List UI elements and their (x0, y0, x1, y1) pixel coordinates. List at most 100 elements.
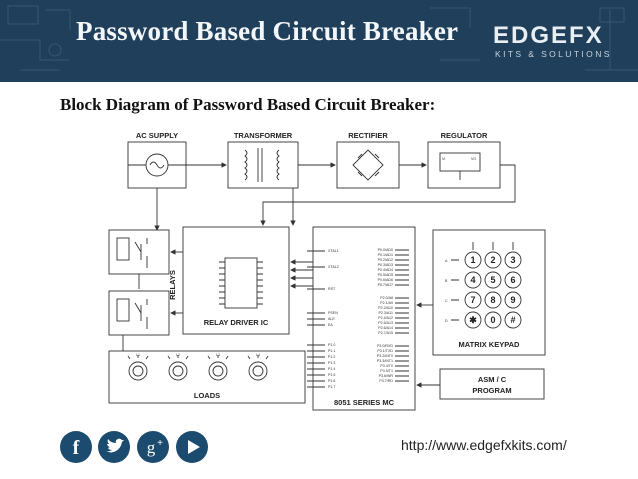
uln-chip (224, 257, 258, 309)
mcu-right-pin: P0.2/AD2 (378, 258, 393, 262)
transformer-label: TRANSFORMER (234, 131, 293, 140)
load-name: L2 (176, 353, 180, 357)
program-label-line1: ASM / C (478, 375, 507, 384)
mcu-left-pin: P1.2 (328, 355, 335, 359)
logo-tagline: KITS & SOLUTIONS (495, 49, 612, 59)
regulator-label: REGULATOR (441, 131, 488, 140)
load-name: L1 (136, 353, 140, 357)
load-name: L4 (256, 353, 260, 357)
keypad-key-label: 8 (490, 295, 495, 305)
svg-text:f: f (73, 437, 80, 459)
keypad-key-label: 6 (510, 275, 515, 285)
ac-supply-label: AC SUPPLY (136, 131, 178, 140)
keypad-key (464, 251, 482, 269)
mcu-left-pin: P1.6 (328, 379, 335, 383)
mcu-right-pin: P2.6/A14 (378, 326, 393, 330)
transformer-coil (244, 149, 248, 181)
mcu-right-pin: P3.4/T0 (380, 364, 393, 368)
rectifier-label: RECTIFIER (348, 131, 388, 140)
mcu-right-pin: P2.3/A11 (378, 311, 393, 315)
keypad-label: MATRIX KEYPAD (459, 340, 521, 349)
mcu-right-pin: P0.4/AD4 (378, 268, 393, 272)
keypad-key (484, 311, 502, 329)
mcu-right-pin: P0.3/AD3 (378, 263, 393, 267)
mcu-left-pin: P1.1 (328, 349, 335, 353)
keypad-row-label: C (445, 299, 448, 303)
mcu-left-pin: P1.4 (328, 367, 335, 371)
mcu-label: 8051 SERIES MC (334, 398, 395, 407)
keypad-key-label: 9 (510, 295, 515, 305)
keypad-key (504, 311, 522, 329)
keypad-key-label: 1 (470, 255, 475, 265)
loads-block (108, 350, 306, 404)
mcu-right-pin: P3.3/INT1 (377, 359, 393, 363)
mcu-right-pin: P0.1/AD1 (378, 253, 393, 257)
mcu-left-pin: XTAL2 (328, 265, 339, 269)
play-icon[interactable] (176, 431, 208, 463)
relays-label: RELAYS (168, 270, 177, 300)
mcu-right-pin: P2.7/A15 (378, 331, 393, 335)
regulator-vout-label: VO (471, 157, 476, 161)
load-name: L3 (216, 353, 220, 357)
circuit-background-pattern (0, 5, 638, 71)
mcu-left-pin: PSEN (328, 311, 338, 315)
loads-label: LOADS (194, 391, 220, 400)
keypad-key-label: # (510, 315, 515, 325)
mcu-left-pin: P1.3 (328, 361, 335, 365)
keypad-key (484, 271, 502, 289)
mcu-right-pin: P3.1/TXD (377, 349, 393, 353)
mcu-left-pin: EA (328, 323, 333, 327)
keypad-key (484, 291, 502, 309)
facebook-icon[interactable]: f (60, 431, 92, 463)
mcu-right-pin: P3.6/WR (379, 374, 394, 378)
diagram-heading: Block Diagram of Password Based Circuit … (60, 95, 436, 114)
relay-driver-label: RELAY DRIVER IC (204, 318, 269, 327)
keypad-key (504, 291, 522, 309)
keypad-row-label: A (445, 259, 448, 263)
program-label-line2: PROGRAM (472, 386, 511, 395)
svg-text:g: g (147, 438, 156, 457)
load-lamps (127, 355, 269, 381)
mcu-right-pin: P3.5/T1 (380, 369, 393, 373)
keypad-key-label: 0 (490, 315, 495, 325)
title-banner: Password Based Circuit Breaker EDGEFX KI… (0, 0, 638, 82)
mcu-right-pin: P2.0/A8 (380, 296, 393, 300)
mcu-left-pin: P1.0 (328, 343, 335, 347)
keypad-key-label: ✱ (469, 315, 477, 325)
keypad-row-label: B (445, 279, 448, 283)
relay-driver-block (182, 226, 290, 335)
keypad-key-label: 7 (470, 295, 475, 305)
transformer-block (227, 141, 299, 189)
load-names: L1 L2 L3 L4 (136, 353, 260, 357)
keypad-key (464, 271, 482, 289)
logo-wordmark: EDGEFX (493, 22, 604, 49)
mcu-left-pin: P1.7 (328, 385, 335, 389)
regulator-vin-label: VI (442, 157, 445, 161)
keypad-row-labels: A B C D (445, 259, 448, 323)
mcu-left-pin: XTAL1 (328, 249, 339, 253)
mcu-left-pin: RST (328, 287, 336, 291)
website-link[interactable]: http://www.edgefxkits.com/ (401, 437, 567, 453)
mcu-right-pin: P3.2/INT0 (377, 354, 393, 358)
relay-2 (108, 290, 170, 336)
mcu-left-pin: ALE (328, 317, 335, 321)
edgefx-logo: EDGEFX KITS & SOLUTIONS (493, 22, 613, 62)
rectifier-block (336, 141, 400, 189)
mcu-right-pin: P2.1/A9 (380, 301, 393, 305)
keypad-key-label: 2 (490, 255, 495, 265)
keypad-row-label: D (445, 319, 448, 323)
microcontroller-block (312, 226, 416, 411)
mcu-right-pin: P2.4/A12 (378, 316, 393, 320)
mcu-right-pin: P2.2/A10 (378, 306, 393, 310)
mcu-right-pin: P2.5/A13 (378, 321, 393, 325)
relay-1 (108, 229, 170, 275)
google-plus-icon[interactable]: g+ (137, 431, 169, 463)
mcu-right-pin: P0.7/AD7 (378, 283, 393, 287)
bridge-rectifier-symbol (352, 149, 384, 181)
mcu-left-pin: P1.5 (328, 373, 335, 377)
keypad-key (464, 291, 482, 309)
twitter-icon[interactable] (98, 431, 130, 463)
